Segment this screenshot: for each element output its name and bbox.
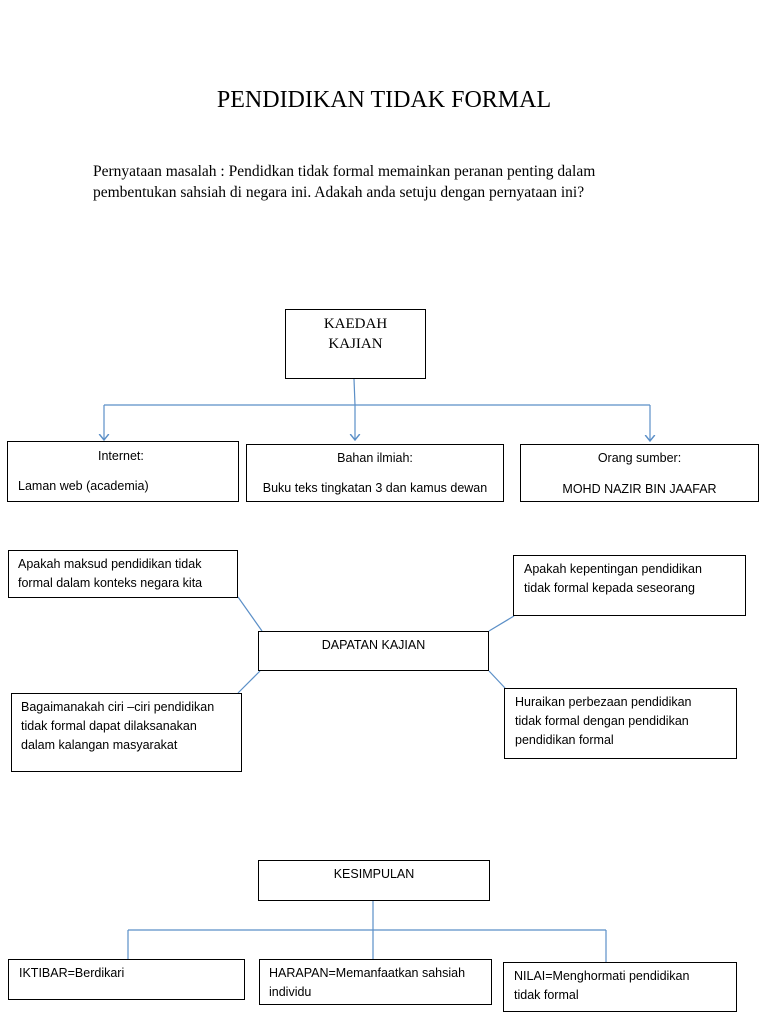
question-box-bottom-right: Huraikan perbezaan pendidikan tidak form… [504, 688, 737, 759]
question-box-top-left: Apakah maksud pendidikan tidak formal da… [8, 550, 238, 598]
bahan-ilmiah-heading: Bahan ilmiah: [337, 451, 413, 465]
internet-text: Laman web (academia) [18, 479, 149, 493]
internet-box: Internet: Laman web (academia) [7, 441, 239, 502]
orang-sumber-text: MOHD NAZIR BIN JAAFAR [562, 482, 717, 496]
kaedah-trunk-line [353, 378, 356, 406]
internet-heading: Internet: [98, 449, 144, 463]
nilai-box: NILAI=Menghormati pendidikan tidak forma… [503, 962, 737, 1012]
question-box-top-right: Apakah kepentingan pendidikan tidak form… [513, 555, 746, 616]
bahan-ilmiah-text: Buku teks tingkatan 3 dan kamus dewan [262, 481, 488, 495]
problem-statement: Pernyataan masalah : Pendidkan tidak for… [93, 163, 596, 201]
harapan-box: HARAPAN=Memanfaatkan sahsiah individu [259, 959, 492, 1005]
kaedah-kajian-box: KAEDAH KAJIAN [285, 309, 426, 379]
dapatan-line-top-left [237, 596, 263, 632]
orang-sumber-heading: Orang sumber: [597, 451, 682, 465]
dapatan-line-bottom-right [488, 670, 506, 689]
page-title: PENDIDIKAN TIDAK FORMAL [216, 87, 552, 113]
dapatan-line-top-right [488, 615, 515, 632]
iktibar-box: IKTIBAR=Berdikari [8, 959, 245, 1000]
orang-sumber-box: Orang sumber: MOHD NAZIR BIN JAAFAR [520, 444, 759, 502]
question-box-bottom-left: Bagaimanakah ciri –ciri pendidikan tidak… [11, 693, 242, 772]
dapatan-line-bottom-left [237, 670, 261, 694]
bahan-ilmiah-box: Bahan ilmiah: Buku teks tingkatan 3 dan … [246, 444, 504, 502]
kesimpulan-box: KESIMPULAN [258, 860, 490, 901]
dapatan-kajian-box: DAPATAN KAJIAN [258, 631, 489, 671]
